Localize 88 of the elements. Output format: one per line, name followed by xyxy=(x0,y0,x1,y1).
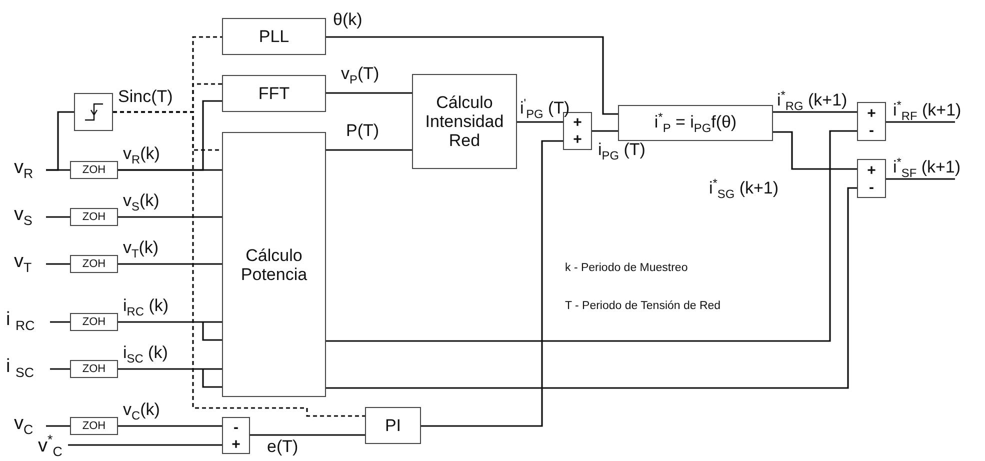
block-box xyxy=(222,132,326,397)
signal-label: v$_{S}$ xyxy=(14,203,46,231)
sign-label: - xyxy=(869,178,874,196)
signal-label: v$_{R}$ xyxy=(14,156,46,184)
zoh-box xyxy=(70,360,118,378)
summing-junction xyxy=(222,417,250,454)
note-text: k - Periodo de Muestreo xyxy=(565,262,688,274)
signal-line xyxy=(118,425,222,427)
signal-line xyxy=(46,111,74,171)
signal-label: v$_{C}$ xyxy=(14,412,46,440)
signal-line xyxy=(118,100,222,171)
zoh-box xyxy=(70,255,118,273)
signal-line xyxy=(46,263,70,265)
signal-line xyxy=(326,92,412,94)
edge-label: i$_{PG}$ (T) xyxy=(597,141,646,164)
signal-line xyxy=(46,425,70,427)
zoh-box xyxy=(70,208,118,226)
signal-label: i $_{SC}$ xyxy=(6,355,50,383)
block-label: ZOH xyxy=(82,258,106,270)
edge-label: v$_{S}$(k) xyxy=(122,192,160,216)
signal-line xyxy=(46,216,70,218)
signal-line xyxy=(118,263,222,265)
signal-line xyxy=(118,216,222,218)
block-label: PLL xyxy=(258,27,290,46)
edge-label: θ(k) xyxy=(332,11,364,29)
note-text: T - Periodo de Tensión de Red xyxy=(565,300,721,312)
block-label: PI xyxy=(384,416,402,435)
sign-label: + xyxy=(867,104,876,122)
block-box xyxy=(222,18,326,55)
edge-label: v$_{R}$(k) xyxy=(122,145,161,168)
block-label: ZOH xyxy=(82,363,106,375)
signal-line xyxy=(773,111,857,113)
signal-line xyxy=(326,130,857,342)
signal-line xyxy=(517,121,563,123)
sign-label: - xyxy=(234,418,238,436)
sign-label: - xyxy=(869,122,874,138)
block-label: Cálculo Intensidad Red xyxy=(424,93,505,150)
signal-line xyxy=(50,321,70,323)
edge-label: Sinc(T) xyxy=(117,88,174,106)
block-label: i$^{*}$$_{P}$ = i$_{PG}$f(θ) xyxy=(654,108,737,138)
summing-junction xyxy=(857,159,886,198)
edge-label: v$_{P}$(T) xyxy=(340,65,380,88)
block-label: ZOH xyxy=(82,420,106,432)
sign-label: + xyxy=(232,436,240,452)
signal-line xyxy=(68,444,222,446)
edge-label: v$_{C}$(k) xyxy=(122,401,161,424)
block-box xyxy=(618,105,773,141)
signal-line xyxy=(886,178,955,180)
signal-line xyxy=(117,321,223,341)
edge-label: i$^{*}$$_{SF}$ (k+1) xyxy=(892,154,962,182)
zoh-box xyxy=(70,417,118,435)
signal-label: v$_{T}$ xyxy=(14,250,46,278)
edge-label: i$^{*}$$_{RF}$ (k+1) xyxy=(892,97,962,126)
signal-label: i $_{RC}$ xyxy=(6,308,50,336)
block-label: Cálculo Potencia xyxy=(240,246,308,284)
edge-label: i$^{*}$$_{SG}$ (k+1) xyxy=(708,175,780,204)
signal-line xyxy=(326,36,618,115)
edge-label: e(T) xyxy=(266,438,300,456)
signal-line xyxy=(592,130,618,132)
edge-label: i$^{*}$$_{RG}$ (k+1) xyxy=(776,87,848,116)
block-label: ZOH xyxy=(82,164,106,176)
signal-line xyxy=(326,149,412,151)
block-label: ZOH xyxy=(82,211,106,223)
sign-label: + xyxy=(573,131,582,148)
block-label: ZOH xyxy=(82,316,106,328)
edge-label: P(T) xyxy=(345,122,380,140)
zoh-box xyxy=(70,161,118,179)
block-label: FFT xyxy=(258,84,290,103)
sign-label: + xyxy=(573,114,582,131)
sign-label: + xyxy=(867,162,876,178)
comparator-box xyxy=(74,93,113,131)
signal-line xyxy=(421,140,563,427)
edge-label: i$_{RC}$ (k) xyxy=(122,297,170,320)
signal-line xyxy=(50,368,70,370)
edge-label: v$_{T}$(k) xyxy=(122,239,160,262)
signal-line xyxy=(886,121,955,123)
zoh-box xyxy=(70,313,118,331)
signal-line xyxy=(773,131,857,170)
summing-junction xyxy=(857,102,886,141)
edge-label: i$_{SC}$ (k) xyxy=(122,344,169,368)
block-box xyxy=(412,74,517,169)
signal-line xyxy=(250,434,365,436)
sync-line xyxy=(113,111,365,417)
signal-line xyxy=(117,368,223,388)
block-box xyxy=(365,407,421,444)
signal-line xyxy=(326,187,857,389)
block-box xyxy=(222,75,326,112)
edge-label: i$^{'}$$_{PG}$ (T) xyxy=(519,95,571,124)
